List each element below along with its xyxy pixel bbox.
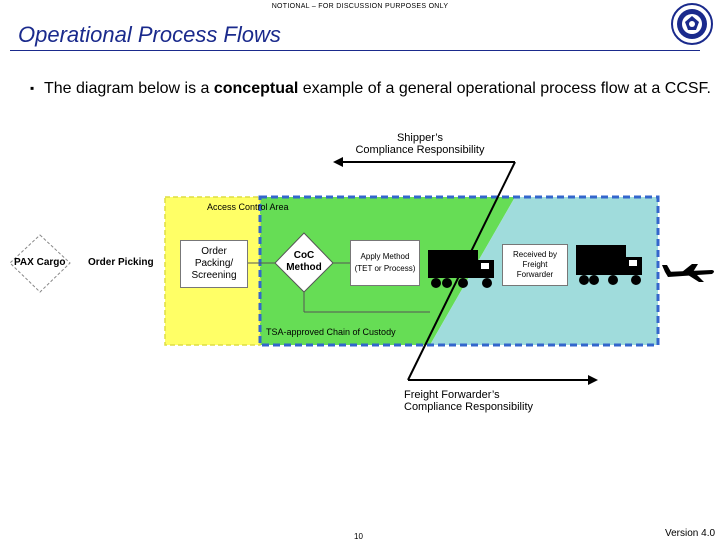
- truck-icon: [428, 250, 494, 288]
- order-picking-label: Order Picking: [88, 257, 154, 268]
- bullet-text: The diagram below is a conceptual exampl…: [44, 80, 711, 97]
- access-control-area-label: Access Control Area: [207, 202, 289, 212]
- truck-icon: [576, 245, 642, 285]
- page-number: 10: [354, 532, 363, 541]
- page-title: Operational Process Flows: [18, 22, 281, 47]
- order-packing-box: Order Packing/ Screening: [180, 240, 248, 288]
- apply-method-box: Apply Method (TET or Process): [350, 240, 420, 286]
- coc-method-label: CoC Method: [286, 250, 322, 273]
- version-label: Version 4.0: [665, 528, 716, 539]
- custody-area-border: [258, 195, 660, 347]
- chain-of-custody-label: TSA-approved Chain of Custody: [266, 327, 396, 337]
- airplane-icon: [662, 264, 714, 282]
- title-divider: [10, 50, 700, 51]
- pax-cargo-label: PAX Cargo: [14, 257, 66, 268]
- shipper-arrow-head: [333, 157, 343, 167]
- received-by-box: Received by Freight Forwarder: [502, 244, 568, 286]
- coc-method-diamond: [274, 232, 334, 293]
- notional-banner: NOTIONAL – FOR DISCUSSION PURPOSES ONLY: [271, 3, 449, 10]
- forwarder-arrow-head: [588, 375, 598, 385]
- shipper-responsibility-label: Shipper’s Compliance Responsibility: [355, 132, 485, 156]
- dhs-seal-icon: [671, 3, 713, 45]
- forwarder-responsibility-label: Freight Forwarder’s Compliance Responsib…: [404, 389, 534, 413]
- bullet-square-icon: ▪: [30, 81, 35, 95]
- pax-cargo-diamond: [9, 234, 71, 293]
